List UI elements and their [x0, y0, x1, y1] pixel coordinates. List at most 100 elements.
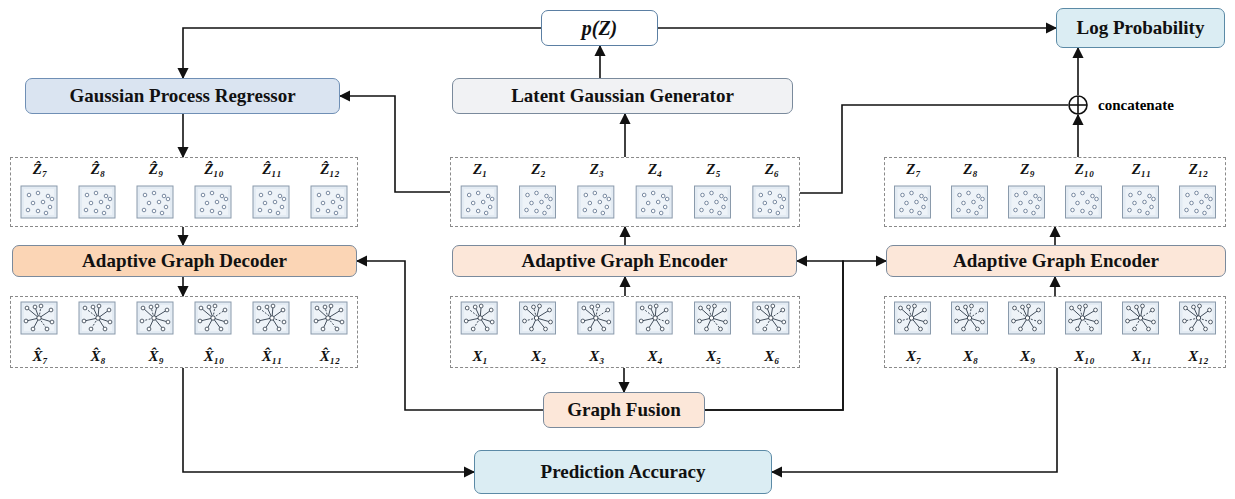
tile-stroke	[724, 197, 728, 201]
latent-tile	[195, 186, 231, 218]
tile-stroke	[149, 318, 154, 329]
tile-stroke	[278, 194, 282, 198]
tile-stroke	[84, 318, 98, 321]
box-label: Adaptive Graph Encoder	[522, 250, 728, 272]
tile-stroke	[1036, 205, 1040, 209]
tile-stroke	[646, 201, 650, 205]
series-label: X̂₈	[90, 348, 105, 365]
tile-stroke	[720, 194, 724, 198]
tile-stroke	[596, 306, 598, 318]
tile-stroke	[1123, 302, 1159, 334]
tile-stroke	[898, 189, 928, 215]
graph-tile	[578, 302, 614, 334]
tile-stroke	[1078, 305, 1082, 309]
tile-stroke	[39, 310, 51, 318]
tile-stroke	[705, 327, 709, 331]
tile-stroke	[464, 189, 494, 215]
series-label: Z₂	[531, 161, 545, 178]
tile-stroke	[967, 209, 971, 213]
tile-stroke	[102, 211, 106, 215]
tile-stroke	[314, 305, 344, 331]
concat-cross	[1077, 96, 1079, 114]
tile-stroke	[157, 200, 161, 204]
tile-stroke	[655, 306, 656, 318]
series-label: Z₉	[1020, 161, 1034, 178]
tile-stroke	[776, 211, 780, 215]
tile-stroke	[207, 318, 213, 329]
tile-stroke	[24, 319, 28, 323]
tile-stroke	[263, 201, 267, 205]
tile-stroke	[1080, 316, 1084, 320]
tile-stroke	[1138, 209, 1142, 213]
tile-stroke	[1066, 186, 1102, 218]
tile-stroke	[97, 304, 101, 308]
tile-stroke	[1126, 189, 1156, 215]
box-label: Log Probability	[1077, 17, 1205, 39]
tile-stroke	[466, 208, 470, 212]
tile-stroke	[281, 308, 285, 312]
tile-stroke	[1032, 211, 1036, 215]
tile-stroke	[210, 191, 214, 195]
tile-stroke	[473, 318, 480, 329]
tile-stroke	[461, 186, 497, 218]
tile-stroke	[769, 316, 773, 320]
tile-stroke	[84, 208, 88, 212]
graph-tile	[952, 302, 988, 334]
tile-stroke	[1027, 304, 1031, 308]
tile-stroke	[265, 318, 272, 329]
tile-stroke	[1147, 327, 1151, 331]
tile-stroke	[724, 320, 728, 324]
series-label: Z₈	[963, 161, 977, 178]
tile-stroke	[1196, 316, 1200, 320]
series-label: X₁	[473, 348, 488, 365]
tile-stroke	[268, 191, 272, 195]
tile-stroke	[970, 306, 972, 318]
tile-stroke	[1137, 307, 1141, 318]
tile-stroke	[263, 327, 267, 331]
tile-stroke	[1180, 186, 1216, 218]
tile-stroke	[475, 307, 480, 318]
tile-stroke	[1133, 327, 1137, 331]
tile-stroke	[326, 209, 330, 213]
series-label: X₉	[1020, 348, 1035, 365]
tile-stroke	[198, 189, 228, 215]
tile-stroke	[606, 308, 610, 312]
tile-stroke	[335, 327, 339, 331]
tile-stroke	[467, 308, 480, 318]
tile-stroke	[1133, 201, 1137, 205]
tile-stroke	[321, 327, 325, 331]
connector	[340, 96, 450, 192]
tile-stroke	[715, 200, 719, 204]
box-label: p(Z)	[582, 17, 618, 40]
tile-stroke	[650, 307, 655, 318]
tile-stroke	[1141, 304, 1145, 308]
tile-stroke	[471, 327, 475, 331]
tile-stroke	[164, 205, 168, 209]
tile-stroke	[1190, 327, 1194, 331]
encoder-box: Adaptive Graph Encoder	[452, 245, 797, 277]
tile-stroke	[222, 205, 226, 209]
tile-stroke	[768, 191, 772, 195]
tile-stroke	[636, 302, 672, 334]
tile-stroke	[137, 302, 173, 334]
tile-stroke	[912, 310, 925, 318]
tile-stroke	[338, 205, 342, 209]
tile-stroke	[763, 201, 767, 205]
graph-tile	[195, 302, 231, 334]
tile-stroke	[584, 308, 596, 318]
latent-tile	[636, 186, 672, 218]
connector	[624, 277, 626, 296]
tile-stroke	[147, 327, 151, 331]
series-label: Ẑ₁₀	[204, 161, 224, 178]
tile-stroke	[603, 194, 607, 198]
tile-stroke	[1186, 193, 1190, 197]
tile-stroke	[1029, 200, 1033, 204]
tile-stroke	[311, 302, 347, 334]
latent-tile	[311, 186, 347, 218]
graph-tile	[21, 302, 57, 334]
connector	[1077, 115, 1079, 157]
latent-tile	[1009, 186, 1045, 218]
tile-stroke	[782, 320, 786, 324]
tile-stroke	[537, 306, 540, 318]
tile-stroke	[210, 209, 214, 213]
